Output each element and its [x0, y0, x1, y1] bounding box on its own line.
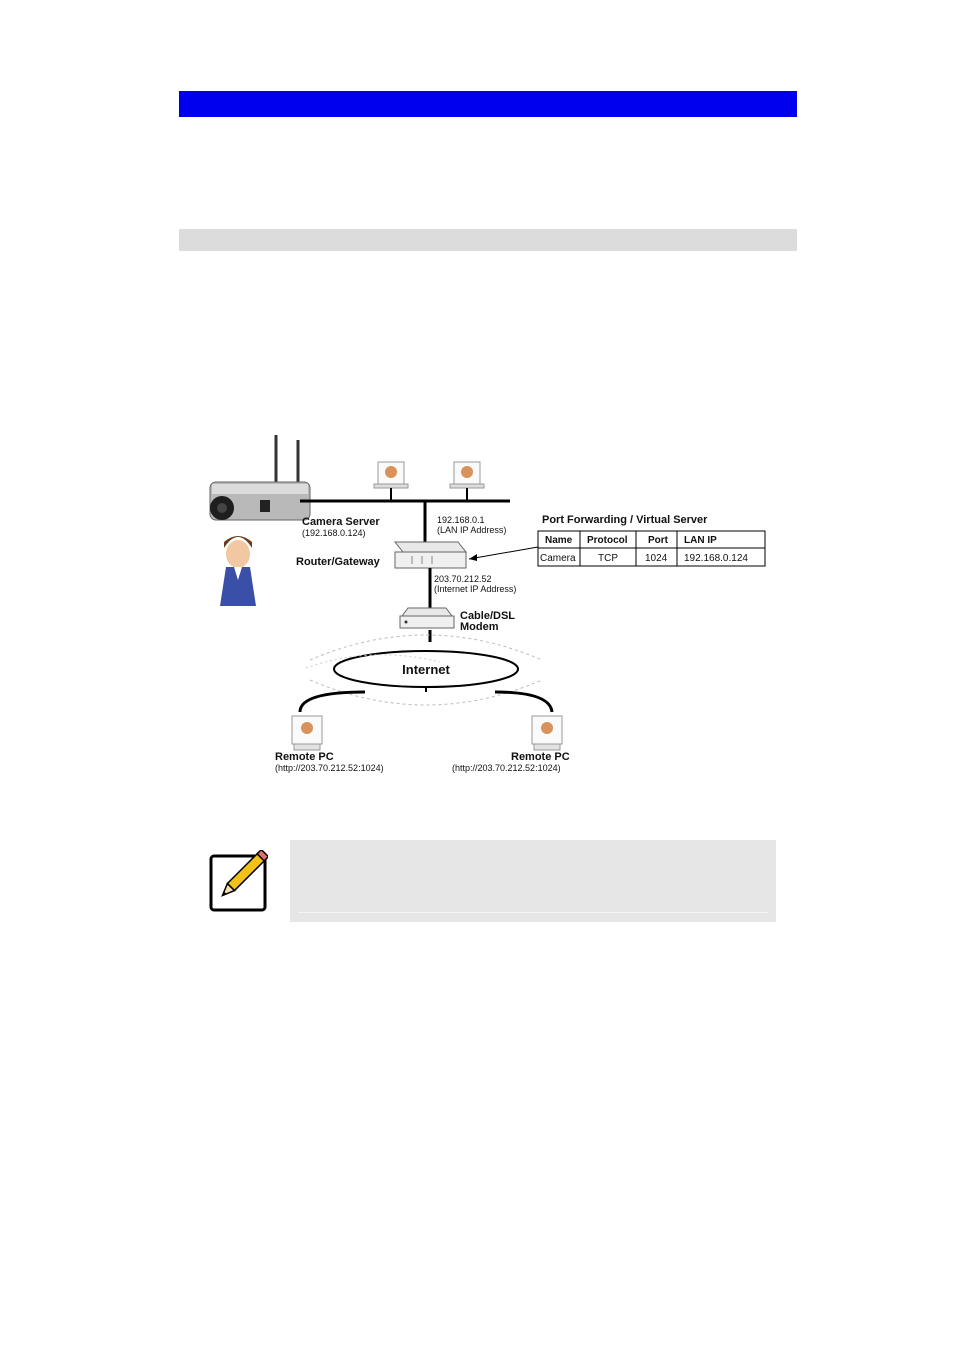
note-divider	[298, 912, 768, 913]
router-lan-ip: 192.168.0.1	[437, 515, 485, 525]
table-header-port: Port	[648, 535, 669, 546]
port-forwarding-table	[537, 530, 766, 567]
table-cell-protocol: TCP	[598, 553, 618, 564]
remote-pc-url: (http://203.70.212.52:1024)	[275, 763, 384, 773]
router-lan-ip-label: (LAN IP Address)	[437, 525, 506, 535]
camera-server-ip: (192.168.0.124)	[302, 528, 366, 538]
router-label: Router/Gateway	[296, 556, 381, 568]
section-bar	[179, 229, 797, 251]
camera-server-label: Camera Server	[302, 516, 380, 528]
table-header-name: Name	[545, 535, 573, 546]
table-cell-name: Camera	[540, 553, 576, 564]
pencil-icon	[209, 850, 268, 912]
remote-pc-label: Remote PC	[511, 751, 570, 763]
note-box	[290, 840, 776, 922]
table-cell-port: 1024	[645, 553, 668, 564]
remote-pc-icon	[531, 715, 563, 751]
router-icon	[393, 541, 468, 569]
modem-label-line1: Cable/DSL	[460, 610, 515, 622]
router-wan-ip: 203.70.212.52	[434, 574, 492, 584]
camera-icon	[209, 435, 311, 521]
person-icon	[220, 536, 256, 606]
table-header-lan-ip: LAN IP	[684, 535, 717, 546]
internet-label: Internet	[402, 662, 450, 677]
modem-icon	[399, 607, 455, 629]
remote-pc-icon	[291, 715, 323, 751]
table-cell-lan-ip: 192.168.0.124	[684, 553, 748, 564]
remote-pc-url: (http://203.70.212.52:1024)	[452, 763, 561, 773]
modem-label-line2: Modem	[460, 621, 499, 633]
router-wan-ip-label: (Internet IP Address)	[434, 584, 516, 594]
header-bar	[179, 91, 797, 117]
table-header-protocol: Protocol	[587, 535, 628, 546]
lan-pc-icon	[373, 461, 409, 489]
lan-pc-icon	[449, 461, 485, 489]
remote-pc-label: Remote PC	[275, 751, 334, 763]
network-diagram: Camera Server (192.168.0.124) Router/Gat…	[209, 435, 766, 773]
port-forwarding-title: Port Forwarding / Virtual Server	[542, 514, 708, 526]
